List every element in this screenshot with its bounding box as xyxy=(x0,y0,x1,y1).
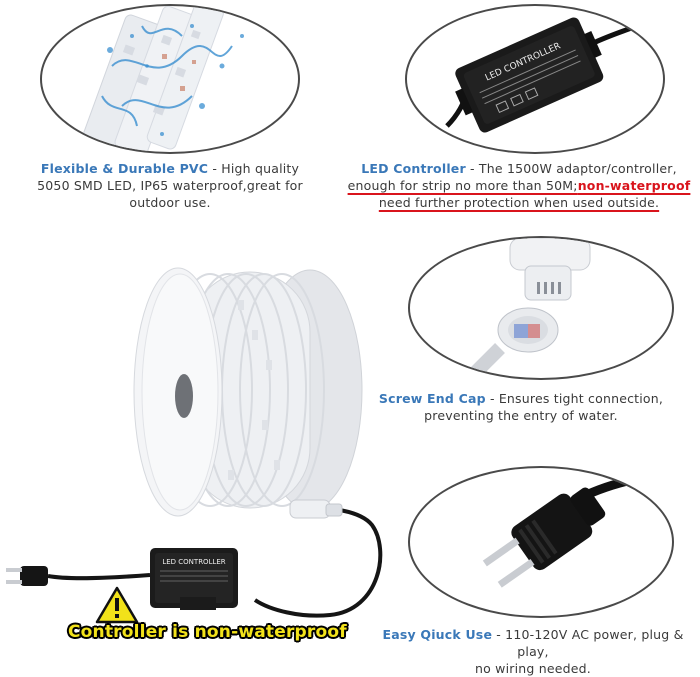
pvc-caption: Flexible & Durable PVC - High quality 50… xyxy=(10,160,330,211)
plug-detail-ellipse xyxy=(408,466,674,618)
endcap-title: Screw End Cap xyxy=(378,391,486,406)
non-waterproof-warning: non-waterproof xyxy=(577,178,691,193)
pvc-title: Flexible & Durable PVC xyxy=(40,161,209,176)
plug-line1: - 110-120V AC power, plug & play, xyxy=(492,627,684,659)
controller-line1: - The 1500W adaptor/controller, xyxy=(465,161,677,176)
controller-line2-wrap: enough for strip no more than 50M;non-wa… xyxy=(348,178,691,193)
endcap-line1: - Ensures tight connection, xyxy=(485,391,664,406)
endcap-illustration xyxy=(465,238,591,378)
endcap-detail-ellipse xyxy=(408,236,674,380)
plug-title: Easy Qiuck Use xyxy=(382,627,493,642)
pvc-line1: - High quality xyxy=(208,161,300,176)
controller-title: LED Controller xyxy=(361,161,466,176)
endcap-caption: Screw End Cap - Ensures tight connection… xyxy=(362,390,680,424)
ac-plug-illustration xyxy=(482,468,672,588)
endcap-line2: preventing the entry of water. xyxy=(424,408,618,423)
controller-line3: need further protection when used outsid… xyxy=(378,195,660,210)
warning-triangle-icon xyxy=(95,586,139,624)
product-controller-label: LED CONTROLLER xyxy=(162,558,225,566)
pvc-line2: 5050 SMD LED, IP65 waterproof,great for xyxy=(37,178,303,193)
controller-caption: LED Controller - The 1500W adaptor/contr… xyxy=(338,160,700,211)
plug-caption: Easy Qiuck Use - 110-120V AC power, plug… xyxy=(366,626,700,677)
pvc-line3: outdoor use. xyxy=(129,195,211,210)
controller-illustration: LED CONTROLLER xyxy=(445,14,663,133)
controller-detail-ellipse: LED CONTROLLER xyxy=(405,4,665,154)
controller-warning-label: Controller is non-waterproof xyxy=(68,622,347,642)
pvc-detail-ellipse xyxy=(40,4,300,154)
controller-line2: enough for strip no more than 50M; xyxy=(347,178,578,193)
plug-line2: no wiring needed. xyxy=(475,661,591,676)
led-strip-water-illustration xyxy=(80,6,244,152)
